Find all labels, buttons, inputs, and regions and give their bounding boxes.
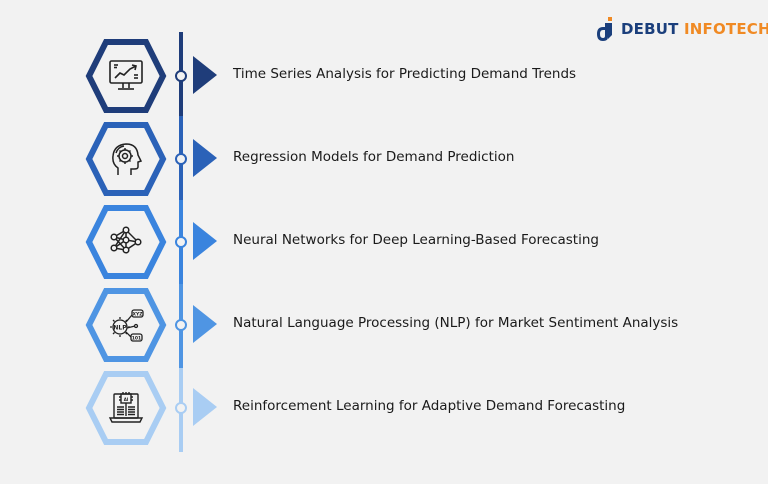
timeline-item-1: Time Series Analysis for Predicting Dema…	[0, 38, 768, 121]
hexagon-badge	[85, 204, 167, 280]
brand-name: DEBUT INFOTECH	[621, 20, 768, 38]
brand-name-part1: DEBUT	[621, 20, 679, 38]
timeline-node	[175, 402, 187, 414]
svg-text:NLP: NLP	[113, 325, 127, 332]
timeline-item-label: Reinforcement Learning for Adaptive Dema…	[233, 398, 626, 414]
brand-name-part2: INFOTECH	[678, 20, 768, 38]
hexagon-badge: NLP XYZ 101	[85, 287, 167, 363]
timeline-item-4: NLP XYZ 101 Natural Language Processing …	[0, 287, 768, 370]
hexagon-badge	[85, 121, 167, 197]
timeline-item-label: Neural Networks for Deep Learning-Based …	[233, 232, 599, 248]
timeline-item-label: Regression Models for Demand Prediction	[233, 149, 515, 165]
timeline-item-label: Natural Language Processing (NLP) for Ma…	[233, 315, 679, 331]
timeline-item-2: Regression Models for Demand Prediction	[0, 121, 768, 204]
neural-network-icon	[110, 226, 142, 254]
pointer-arrow-icon	[193, 222, 217, 260]
timeline-item-5: AI Reinforcement Learning for Adaptive D…	[0, 370, 768, 453]
head-gear-icon	[112, 143, 143, 175]
brand-logo: DEBUT INFOTECH	[594, 15, 768, 43]
svg-text:101: 101	[132, 336, 141, 342]
svg-text:XYZ: XYZ	[133, 312, 144, 318]
pointer-arrow-icon	[193, 56, 217, 94]
timeline-node	[175, 319, 187, 331]
hexagon-badge: AI	[85, 370, 167, 446]
pointer-arrow-icon	[193, 388, 217, 426]
pointer-arrow-icon	[193, 305, 217, 343]
nlp-gear-icon: NLP XYZ 101	[110, 309, 144, 342]
timeline-node	[175, 236, 187, 248]
svg-text:AI: AI	[124, 397, 129, 402]
timeline-node	[175, 153, 187, 165]
hexagon-badge	[85, 38, 167, 114]
timeline-item-label: Time Series Analysis for Predicting Dema…	[233, 66, 577, 82]
monitor-trend-chart-icon	[109, 60, 143, 90]
timeline-node	[175, 70, 187, 82]
laptop-chip-book-icon: AI	[108, 392, 144, 423]
timeline-item-3: Neural Networks for Deep Learning-Based …	[0, 204, 768, 287]
logo-mark-icon	[594, 15, 616, 43]
pointer-arrow-icon	[193, 139, 217, 177]
